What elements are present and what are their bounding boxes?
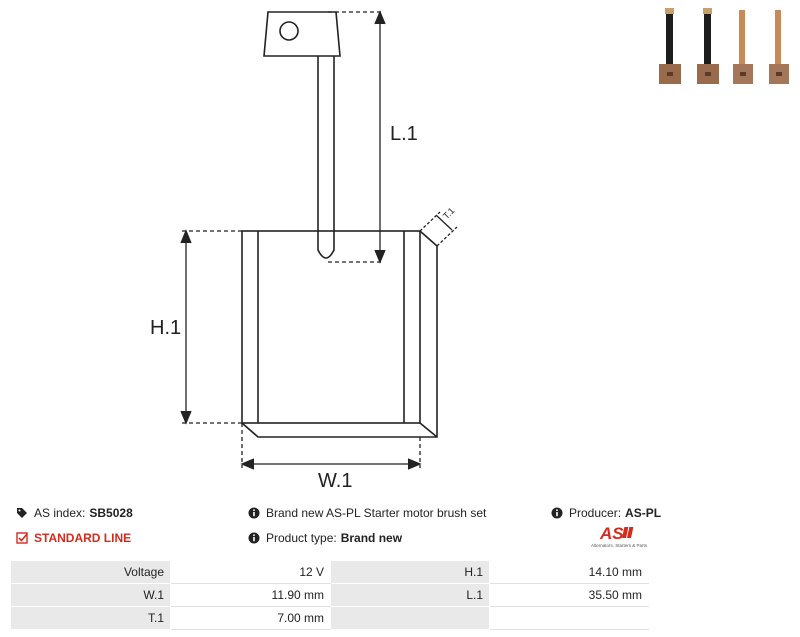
spec-label: L.1 — [330, 583, 490, 607]
producer-row: Producer: AS-PL — [551, 506, 661, 520]
tag-icon — [16, 507, 28, 519]
producer-label: Producer: — [569, 506, 622, 520]
spec-value: 14.10 mm — [489, 560, 649, 584]
logo-tagline: Alternators, Starters & Parts — [590, 543, 648, 548]
spec-value: 12 V — [170, 560, 331, 584]
l1-label: L.1 — [390, 123, 418, 145]
spec-label: Voltage — [10, 560, 171, 584]
spec-value: 35.50 mm — [489, 583, 649, 607]
product-type-value: Brand new — [340, 531, 403, 545]
product-type-row: Product type: Brand new — [248, 531, 402, 545]
checkbox-icon — [16, 532, 28, 544]
t1-label: T.1 — [441, 206, 457, 222]
standard-line-label: STANDARD LINE — [34, 531, 132, 545]
as-index-value: SB5028 — [89, 506, 133, 520]
logo-mark: AS — [600, 524, 634, 542]
spec-value — [489, 606, 649, 630]
info-icon — [248, 507, 260, 519]
terminal-tab — [263, 11, 341, 57]
as-index-label: AS index: — [34, 506, 86, 520]
producer-value: AS-PL — [625, 506, 662, 520]
description-row: Brand new AS-PL Starter motor brush set — [248, 506, 486, 520]
info-icon — [551, 507, 563, 519]
brush-body — [241, 230, 421, 424]
technical-drawing: L.1 H.1 W.1 T.1 — [150, 10, 458, 492]
brush-depth — [241, 230, 438, 438]
lead-wire — [317, 56, 335, 259]
as-pl-logo: AS Alternators, Starters & Parts — [586, 524, 652, 552]
spec-table: Voltage 12 V H.1 14.10 mm W.1 11.90 mm L… — [10, 560, 649, 630]
table-row: Voltage 12 V H.1 14.10 mm — [10, 560, 649, 584]
spec-value: 7.00 mm — [170, 606, 331, 630]
spec-label: T.1 — [10, 606, 171, 630]
table-row: T.1 7.00 mm — [10, 606, 649, 630]
spec-label: W.1 — [10, 583, 171, 607]
terminal-hole — [279, 21, 299, 41]
svg-text:AS: AS — [600, 524, 624, 542]
h1-label: H.1 — [150, 317, 181, 339]
product-type-label: Product type: — [266, 531, 337, 545]
spec-label: H.1 — [330, 560, 490, 584]
spec-label — [330, 606, 490, 630]
description-text: Brand new AS-PL Starter motor brush set — [266, 506, 487, 520]
t1-dimension-line — [435, 214, 453, 231]
table-row: W.1 11.90 mm L.1 35.50 mm — [10, 583, 649, 607]
as-index-row: AS index: SB5028 — [16, 506, 133, 520]
product-photo — [659, 8, 789, 84]
spec-value: 11.90 mm — [170, 583, 331, 607]
w1-label: W.1 — [318, 470, 352, 492]
standard-line-row: STANDARD LINE — [16, 531, 131, 545]
info-icon — [248, 532, 260, 544]
